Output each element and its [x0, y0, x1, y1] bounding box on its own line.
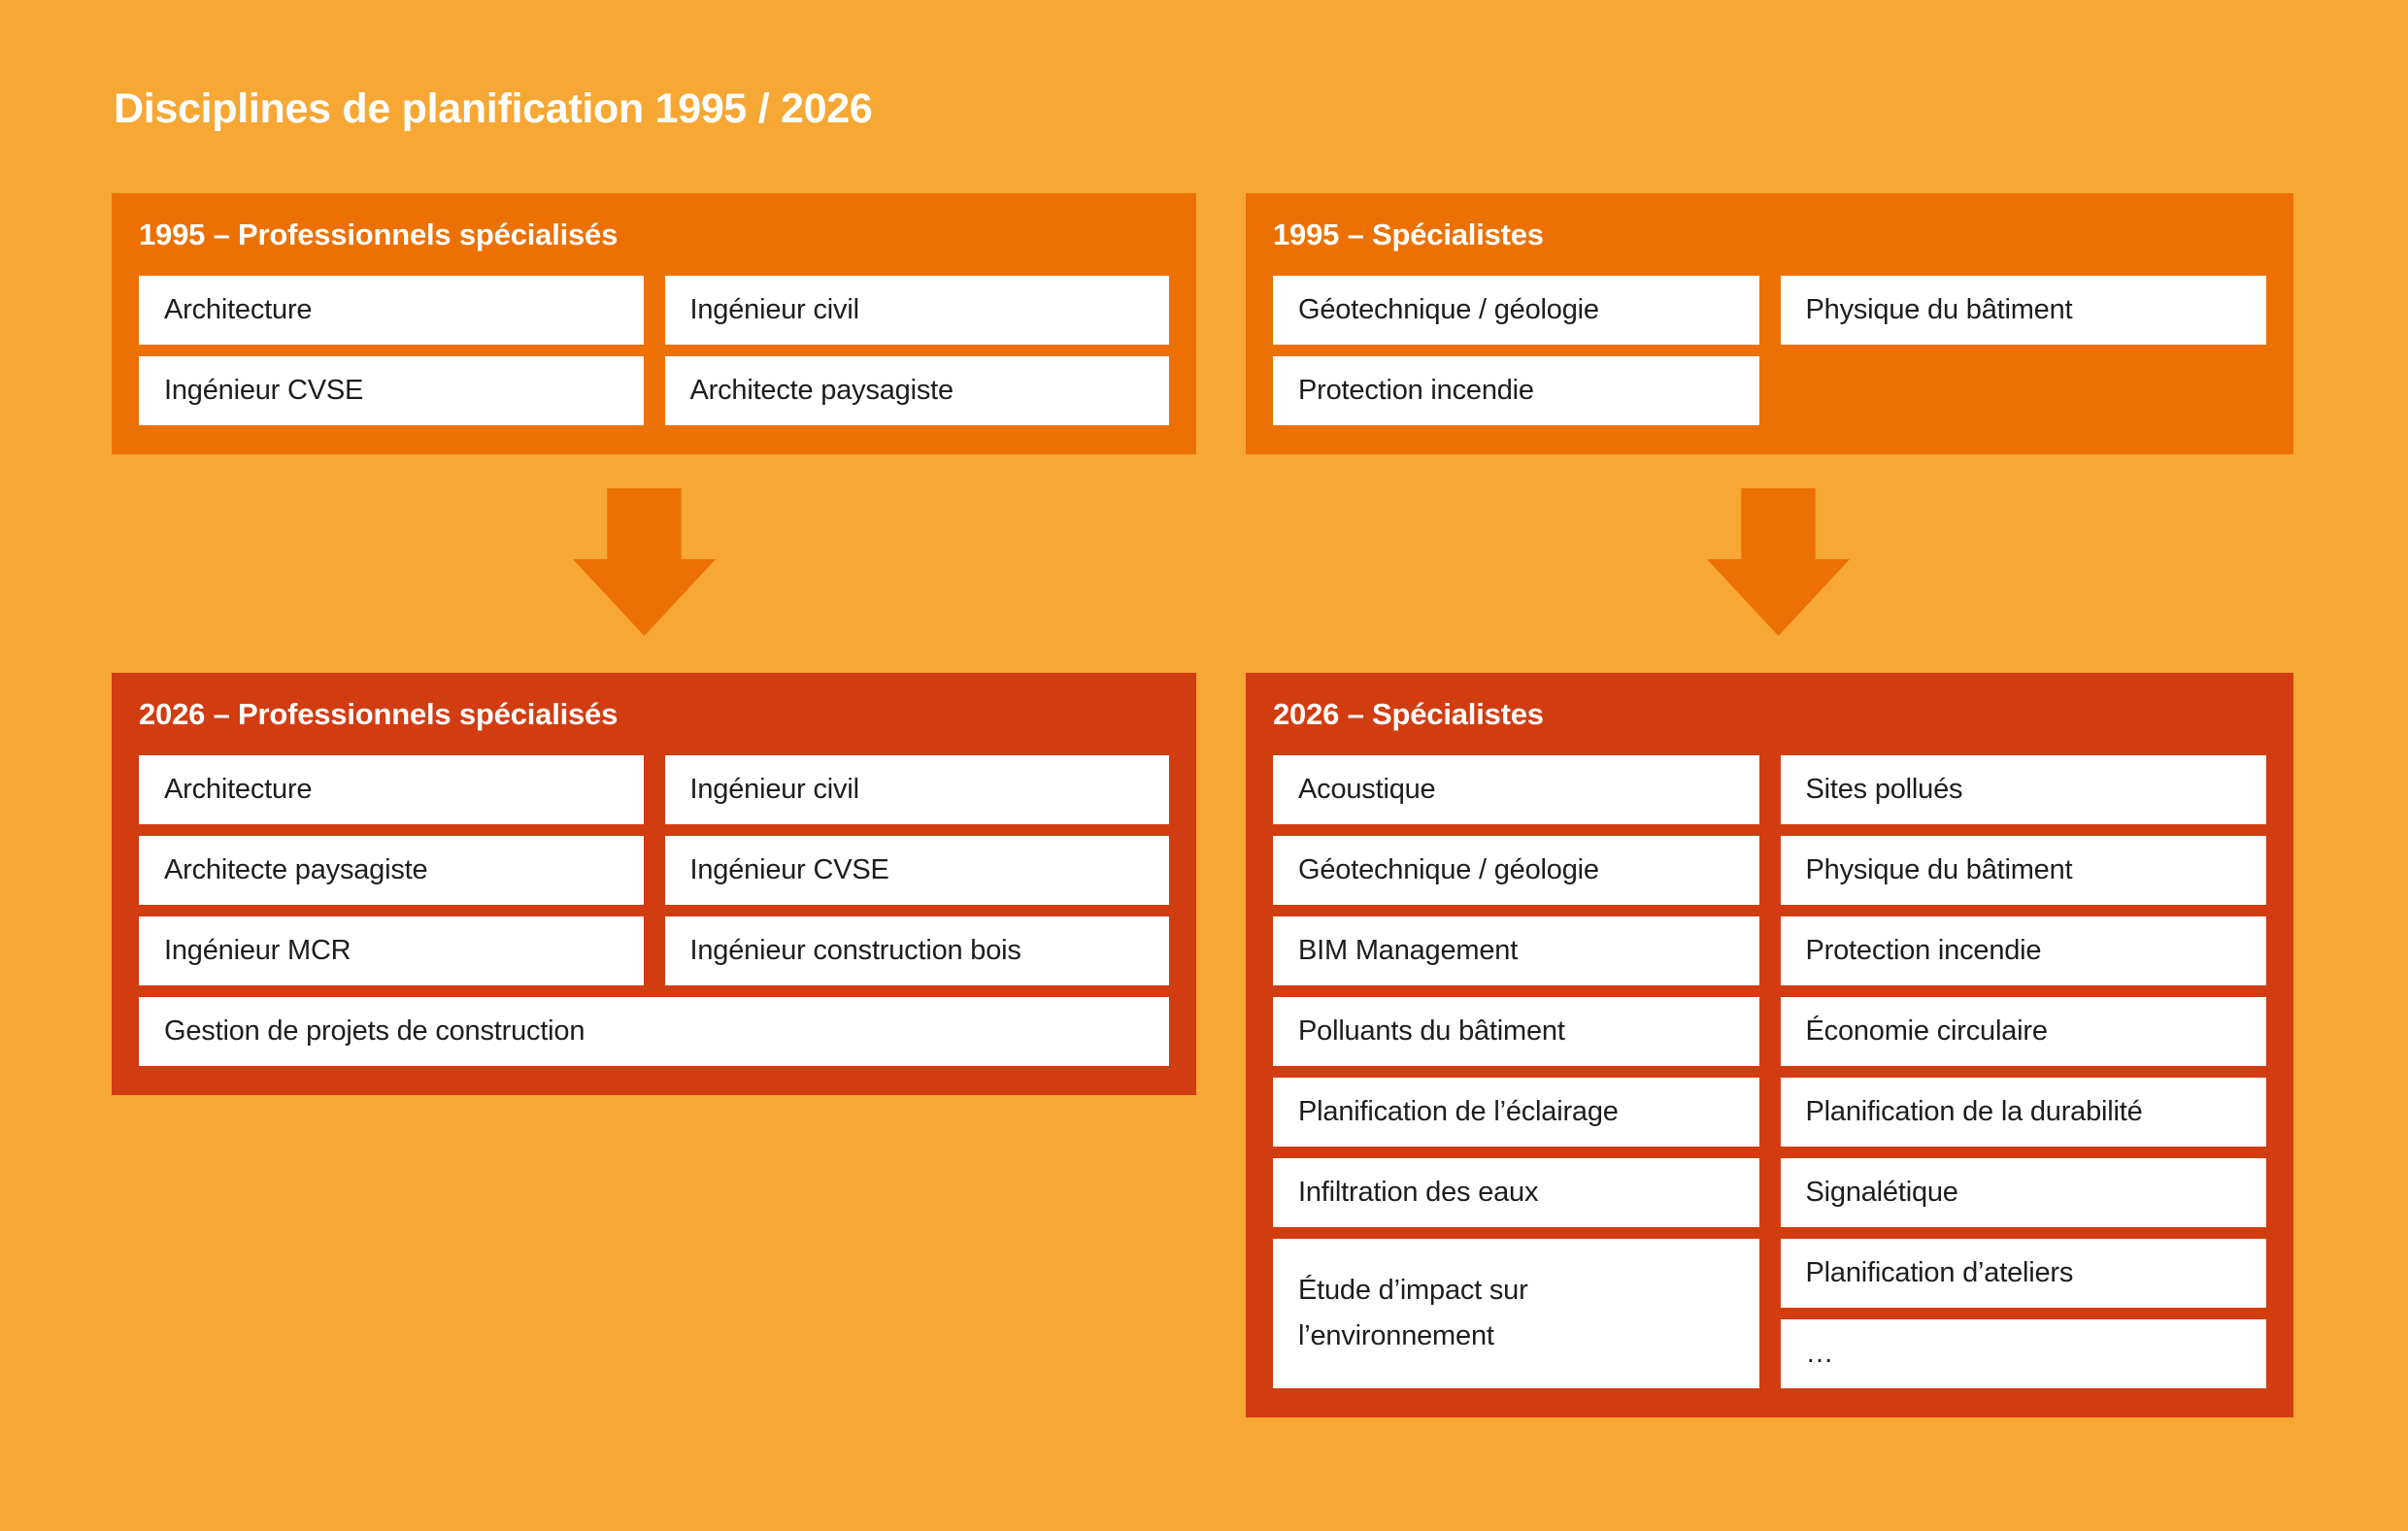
discipline-label: Physique du bâtiment — [1805, 854, 2073, 885]
discipline-label: Acoustique — [1298, 774, 1436, 805]
discipline-label: Physique du bâtiment — [1805, 294, 2073, 325]
panel-1995-professionnels-specialises: 1995 – Professionnels spécialisés Archit… — [112, 193, 1196, 454]
discipline-box: Planification de l’éclairage — [1273, 1078, 1759, 1147]
discipline-label: Ingénieur civil — [689, 774, 860, 805]
discipline-label: Géotechnique / géologie — [1298, 854, 1599, 885]
discipline-label: Planification de l’éclairage — [1298, 1096, 1619, 1127]
discipline-box: Signalétique — [1780, 1158, 2266, 1227]
discipline-box: Protection incendie — [1780, 916, 2266, 985]
discipline-grid: Architecture Ingénieur civil Ingénieur C… — [139, 276, 1169, 425]
discipline-label: BIM Management — [1298, 935, 1519, 966]
discipline-label: Ingénieur construction bois — [689, 935, 1021, 966]
discipline-label: … — [1805, 1338, 1834, 1369]
discipline-box: Ingénieur CVSE — [139, 356, 644, 425]
panel-header: 1995 – Spécialistes — [1273, 216, 1544, 251]
discipline-label: Économie circulaire — [1805, 1015, 2048, 1047]
discipline-box: Sites pollués — [1780, 755, 2266, 824]
discipline-label: Étude d’impact sur l’environnement — [1298, 1275, 1528, 1351]
discipline-label: Ingénieur CVSE — [689, 854, 889, 885]
discipline-box: Polluants du bâtiment — [1273, 997, 1759, 1066]
discipline-box: Acoustique — [1273, 755, 1759, 824]
discipline-label: Architecte paysagiste — [689, 375, 954, 406]
discipline-box: Physique du bâtiment — [1780, 276, 2266, 345]
discipline-box: Géotechnique / géologie — [1273, 836, 1759, 905]
discipline-label: Protection incendie — [1298, 375, 1534, 406]
panel-2026-professionnels-specialises: 2026 – Professionnels spécialisés Archit… — [112, 673, 1196, 1095]
panel-header: 2026 – Professionnels spécialisés — [139, 696, 619, 731]
discipline-box: Protection incendie — [1273, 356, 1759, 425]
panel-header: 2026 – Spécialistes — [1273, 696, 1544, 731]
discipline-box: Ingénieur CVSE — [664, 836, 1169, 905]
discipline-label: Planification de la durabilité — [1805, 1096, 2143, 1127]
discipline-label: Sites pollués — [1805, 774, 1963, 805]
page-title: Disciplines de planification 1995 / 2026 — [114, 85, 873, 132]
discipline-box: Architecture — [139, 276, 644, 345]
discipline-box: Économie circulaire — [1780, 997, 2266, 1066]
discipline-label: Signalétique — [1805, 1177, 1958, 1208]
discipline-box: Architecte paysagiste — [139, 836, 644, 905]
discipline-box: Planification d’ateliers — [1780, 1239, 2266, 1308]
discipline-box: Infiltration des eaux — [1273, 1158, 1759, 1227]
discipline-box: Architecture — [139, 755, 644, 824]
discipline-label: Ingénieur CVSE — [164, 375, 364, 406]
discipline-grid: Acoustique Sites pollués Géotechnique / … — [1273, 755, 2266, 1388]
arrow-down-icon — [1707, 488, 1850, 636]
discipline-grid: Géotechnique / géologie Physique du bâti… — [1273, 276, 2266, 425]
discipline-label: Protection incendie — [1805, 935, 2042, 966]
discipline-box: Ingénieur civil — [664, 755, 1169, 824]
discipline-box: Gestion de projets de construction — [139, 997, 1169, 1066]
discipline-label: Architecture — [164, 294, 313, 325]
discipline-box: Ingénieur MCR — [139, 916, 644, 985]
discipline-label: Géotechnique / géologie — [1298, 294, 1599, 325]
discipline-box: Architecte paysagiste — [664, 356, 1169, 425]
panel-header: 1995 – Professionnels spécialisés — [139, 216, 619, 251]
discipline-box: Ingénieur construction bois — [664, 916, 1169, 985]
discipline-label: Infiltration des eaux — [1298, 1177, 1539, 1208]
discipline-label: Planification d’ateliers — [1805, 1257, 2074, 1288]
discipline-label: Gestion de projets de construction — [164, 1015, 585, 1047]
discipline-box: Géotechnique / géologie — [1273, 276, 1759, 345]
arrow-down-icon — [573, 488, 716, 636]
panel-2026-specialistes: 2026 – Spécialistes Acoustique Sites pol… — [1246, 673, 2293, 1417]
discipline-box: Ingénieur civil — [664, 276, 1169, 345]
discipline-label: Ingénieur MCR — [164, 935, 351, 966]
panel-1995-specialistes: 1995 – Spécialistes Géotechnique / géolo… — [1246, 193, 2293, 454]
discipline-box: … — [1780, 1319, 2266, 1388]
discipline-box: BIM Management — [1273, 916, 1759, 985]
discipline-box: Physique du bâtiment — [1780, 836, 2266, 905]
discipline-label: Architecture — [164, 774, 313, 805]
discipline-box: Planification de la durabilité — [1780, 1078, 2266, 1147]
discipline-box: Étude d’impact sur l’environnement — [1273, 1239, 1759, 1388]
discipline-label: Architecte paysagiste — [164, 854, 428, 885]
discipline-label: Polluants du bâtiment — [1298, 1015, 1565, 1047]
discipline-label: Ingénieur civil — [689, 294, 860, 325]
discipline-grid: Architecture Ingénieur civil Architecte … — [139, 755, 1169, 1066]
